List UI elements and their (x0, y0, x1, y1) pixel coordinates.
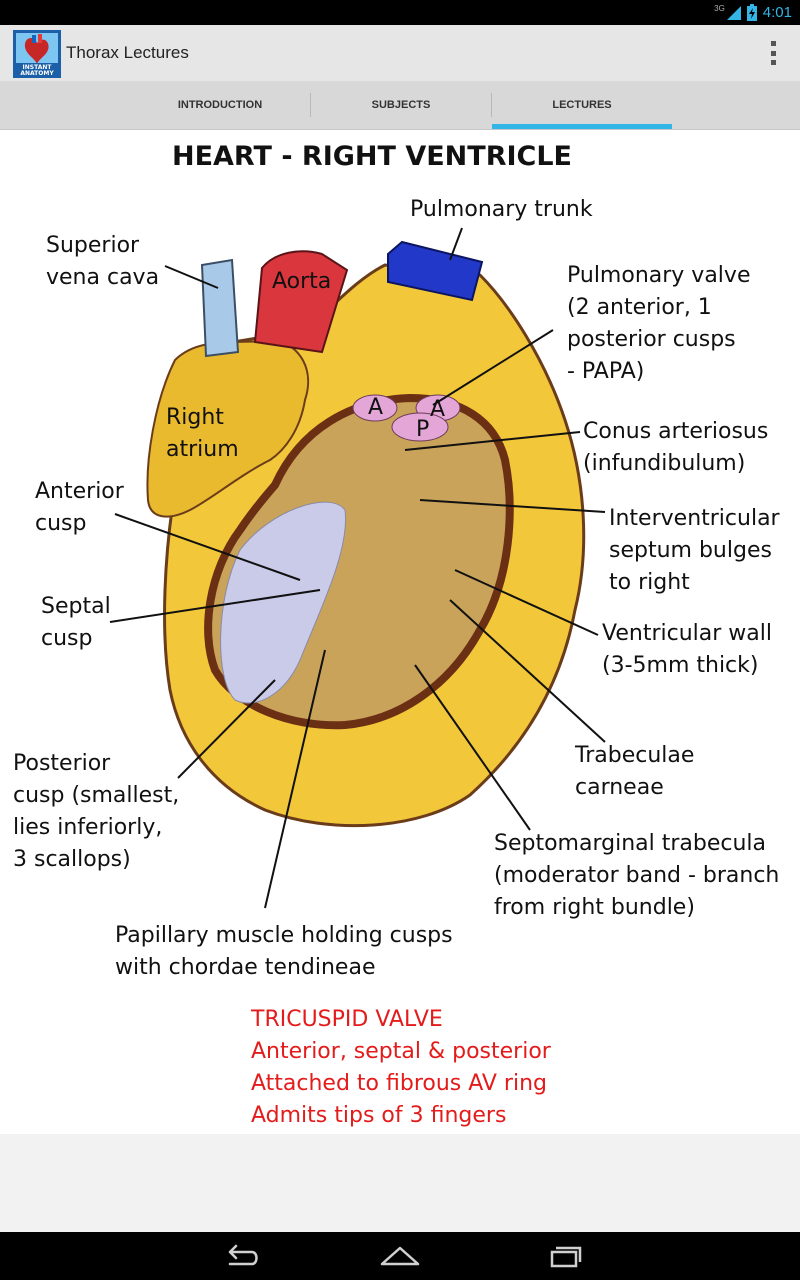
label-trabeculae-carneae: Trabeculae carneae (574, 743, 701, 800)
selected-tab-indicator (492, 124, 672, 129)
overflow-dot (770, 50, 776, 56)
pulmonary-valve-cusp (391, 412, 449, 442)
leader-lines (109, 227, 606, 909)
status-icons: 3G 4:01 (714, 2, 792, 23)
home-icon[interactable] (370, 1240, 430, 1272)
label-pulmonary-valve: Pulmonary valve (2 anterior, 1 posterior… (567, 263, 757, 384)
label-posterior-cusp: Posterior cusp (smallest, lies inferiorl… (13, 751, 186, 872)
label-anterior-cusp: Anterior cusp (35, 479, 131, 536)
aorta-shape (253, 250, 349, 354)
diagram-title: HEART - RIGHT VENTRICLE (172, 141, 572, 172)
network-type: 3G (714, 4, 725, 13)
overflow-dot (770, 60, 776, 65)
tab-divider (491, 93, 492, 117)
heart-right-ventricle-diagram: HEART - RIGHT VENTRICLE Pulmonary trunk … (13, 141, 787, 1128)
tab-bar: INTRODUCTION SUBJECTS LECTURES (0, 81, 800, 130)
label-superior-vena-cava: Superior vena cava (46, 233, 159, 290)
status-bar: 3G 4:01 (0, 0, 800, 25)
tab-divider (310, 93, 311, 117)
label-ventricular-wall: Ventricular wall (3-5mm thick) (602, 621, 779, 678)
action-bar: INSTANT ANATOMY Thorax Lectures (0, 25, 800, 81)
label-pulmonary-trunk: Pulmonary trunk (410, 197, 593, 222)
pulmonary-valve-cusp (352, 394, 398, 422)
signal-icon (726, 5, 741, 20)
label-interventricular-septum: Interventricular septum bulges to right (609, 506, 787, 595)
label-conus: Conus arteriosus (infundibulum) (583, 419, 775, 476)
app-title: Thorax Lectures (66, 43, 189, 62)
septal-wall-surface (220, 501, 347, 704)
superior-vena-cava-shape (200, 258, 240, 358)
tab-lectures[interactable]: LECTURES (552, 99, 612, 111)
label-septal-cusp: Septal cusp (41, 594, 118, 651)
label-valve-a1: A (368, 395, 383, 420)
battery-icon (746, 4, 757, 21)
label-valve-a2: A (430, 397, 445, 422)
lecture-content[interactable]: HEART - RIGHT VENTRICLE Pulmonary trunk … (0, 130, 800, 1134)
overflow-dot (770, 41, 776, 46)
back-icon[interactable] (208, 1240, 268, 1272)
app-icon-text-1: INSTANT (23, 64, 53, 71)
tab-introduction[interactable]: INTRODUCTION (177, 99, 263, 111)
app-icon-text-2: ANATOMY (20, 70, 54, 77)
label-valve-p: P (416, 417, 429, 442)
clock: 4:01 (762, 4, 792, 21)
recents-icon[interactable] (534, 1240, 594, 1272)
label-septomarginal-trabecula: Septomarginal trabecula (moderator band … (494, 831, 786, 920)
navigation-bar (0, 1232, 800, 1280)
tricuspid-notes: TRICUSPID VALVE Anterior, septal & poste… (250, 1007, 558, 1128)
tab-subjects[interactable]: SUBJECTS (371, 99, 431, 111)
label-papillary-muscle: Papillary muscle holding cusps with chor… (115, 923, 460, 980)
label-right-atrium: Right atrium (166, 405, 239, 462)
overflow-menu-icon[interactable] (768, 41, 778, 65)
pulmonary-trunk-shape (387, 240, 484, 302)
app-logo-icon[interactable]: INSTANT ANATOMY (13, 30, 61, 78)
label-aorta: Aorta (272, 269, 331, 294)
